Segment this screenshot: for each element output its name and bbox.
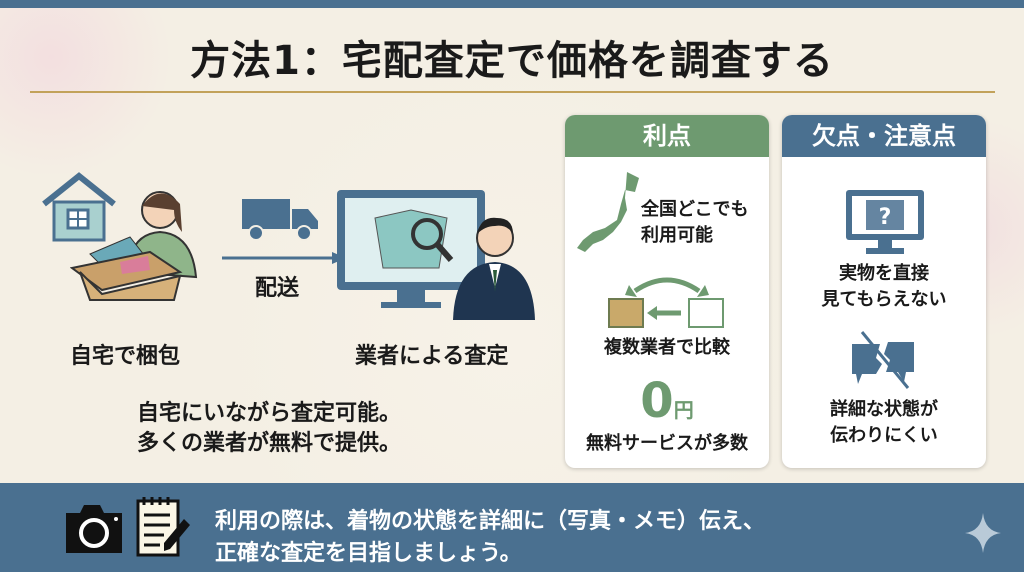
house-icon bbox=[42, 172, 116, 242]
summary-line-2: 多くの業者が無料で提供。 bbox=[137, 431, 402, 456]
cons-item-unseen-1: 実物を直接 bbox=[839, 263, 929, 284]
shipping-label: 配送 bbox=[255, 276, 300, 301]
pros-item-free: 無料サービスが多数 bbox=[586, 433, 748, 454]
free-badge: 0円 bbox=[565, 373, 769, 429]
summary-line-1: 自宅にいながら査定可能。 bbox=[137, 401, 402, 426]
tip-line-2: 正確な査定を目指しましょう。 bbox=[215, 541, 522, 566]
notepad-pencil-icon bbox=[136, 497, 190, 557]
arrow-right-icon bbox=[222, 252, 346, 264]
pros-header: 利点 bbox=[565, 115, 769, 157]
tip-bar: 利用の際は、着物の状態を詳細に（写真・メモ）伝え、 正確な査定を目指しましょう。 bbox=[0, 483, 1024, 572]
sparkle-icon bbox=[965, 513, 1001, 553]
pros-item-nationwide-1: 全国どこでも bbox=[641, 199, 749, 220]
title-divider bbox=[30, 91, 995, 93]
question-mark: ? bbox=[879, 205, 892, 230]
step-appraise-label: 業者による査定 bbox=[355, 344, 509, 369]
appraiser-monitor-icon bbox=[337, 190, 535, 320]
tip-line-1: 利用の際は、着物の状態を詳細に（写真・メモ）伝え、 bbox=[215, 509, 766, 534]
camera-icon bbox=[66, 505, 122, 553]
cons-item-detail-1: 詳細な状態が bbox=[830, 399, 938, 420]
top-bar bbox=[0, 0, 1024, 8]
cons-item-unseen-2: 見てもらえない bbox=[821, 289, 947, 310]
cons-card: 欠点・注意点 ? 実物を直接 見てもらえない 詳細な状態が 伝わりにくい bbox=[782, 115, 986, 468]
monitor-question-icon: ? bbox=[846, 190, 924, 254]
broken-communication-icon bbox=[852, 331, 914, 389]
pros-item-nationwide-2: 利用可能 bbox=[641, 225, 713, 246]
cons-item-detail-2: 伝わりにくい bbox=[830, 425, 938, 446]
zero-value: 0 bbox=[640, 373, 674, 429]
page-title: 方法1：宅配査定で価格を調査する bbox=[190, 38, 834, 84]
compare-boxes-icon bbox=[608, 277, 724, 328]
yen-unit: 円 bbox=[673, 398, 694, 422]
woman-packing-icon bbox=[70, 191, 198, 301]
cons-header: 欠点・注意点 bbox=[782, 115, 986, 157]
pros-card: 利点 全国どこでも 利用可能 複数業者で比較 0円 無料サービスが多数 bbox=[565, 115, 769, 468]
step-pack-label: 自宅で梱包 bbox=[70, 344, 181, 369]
truck-icon bbox=[242, 199, 318, 241]
japan-map-icon bbox=[577, 172, 639, 252]
pros-item-compare: 複数業者で比較 bbox=[604, 337, 730, 358]
